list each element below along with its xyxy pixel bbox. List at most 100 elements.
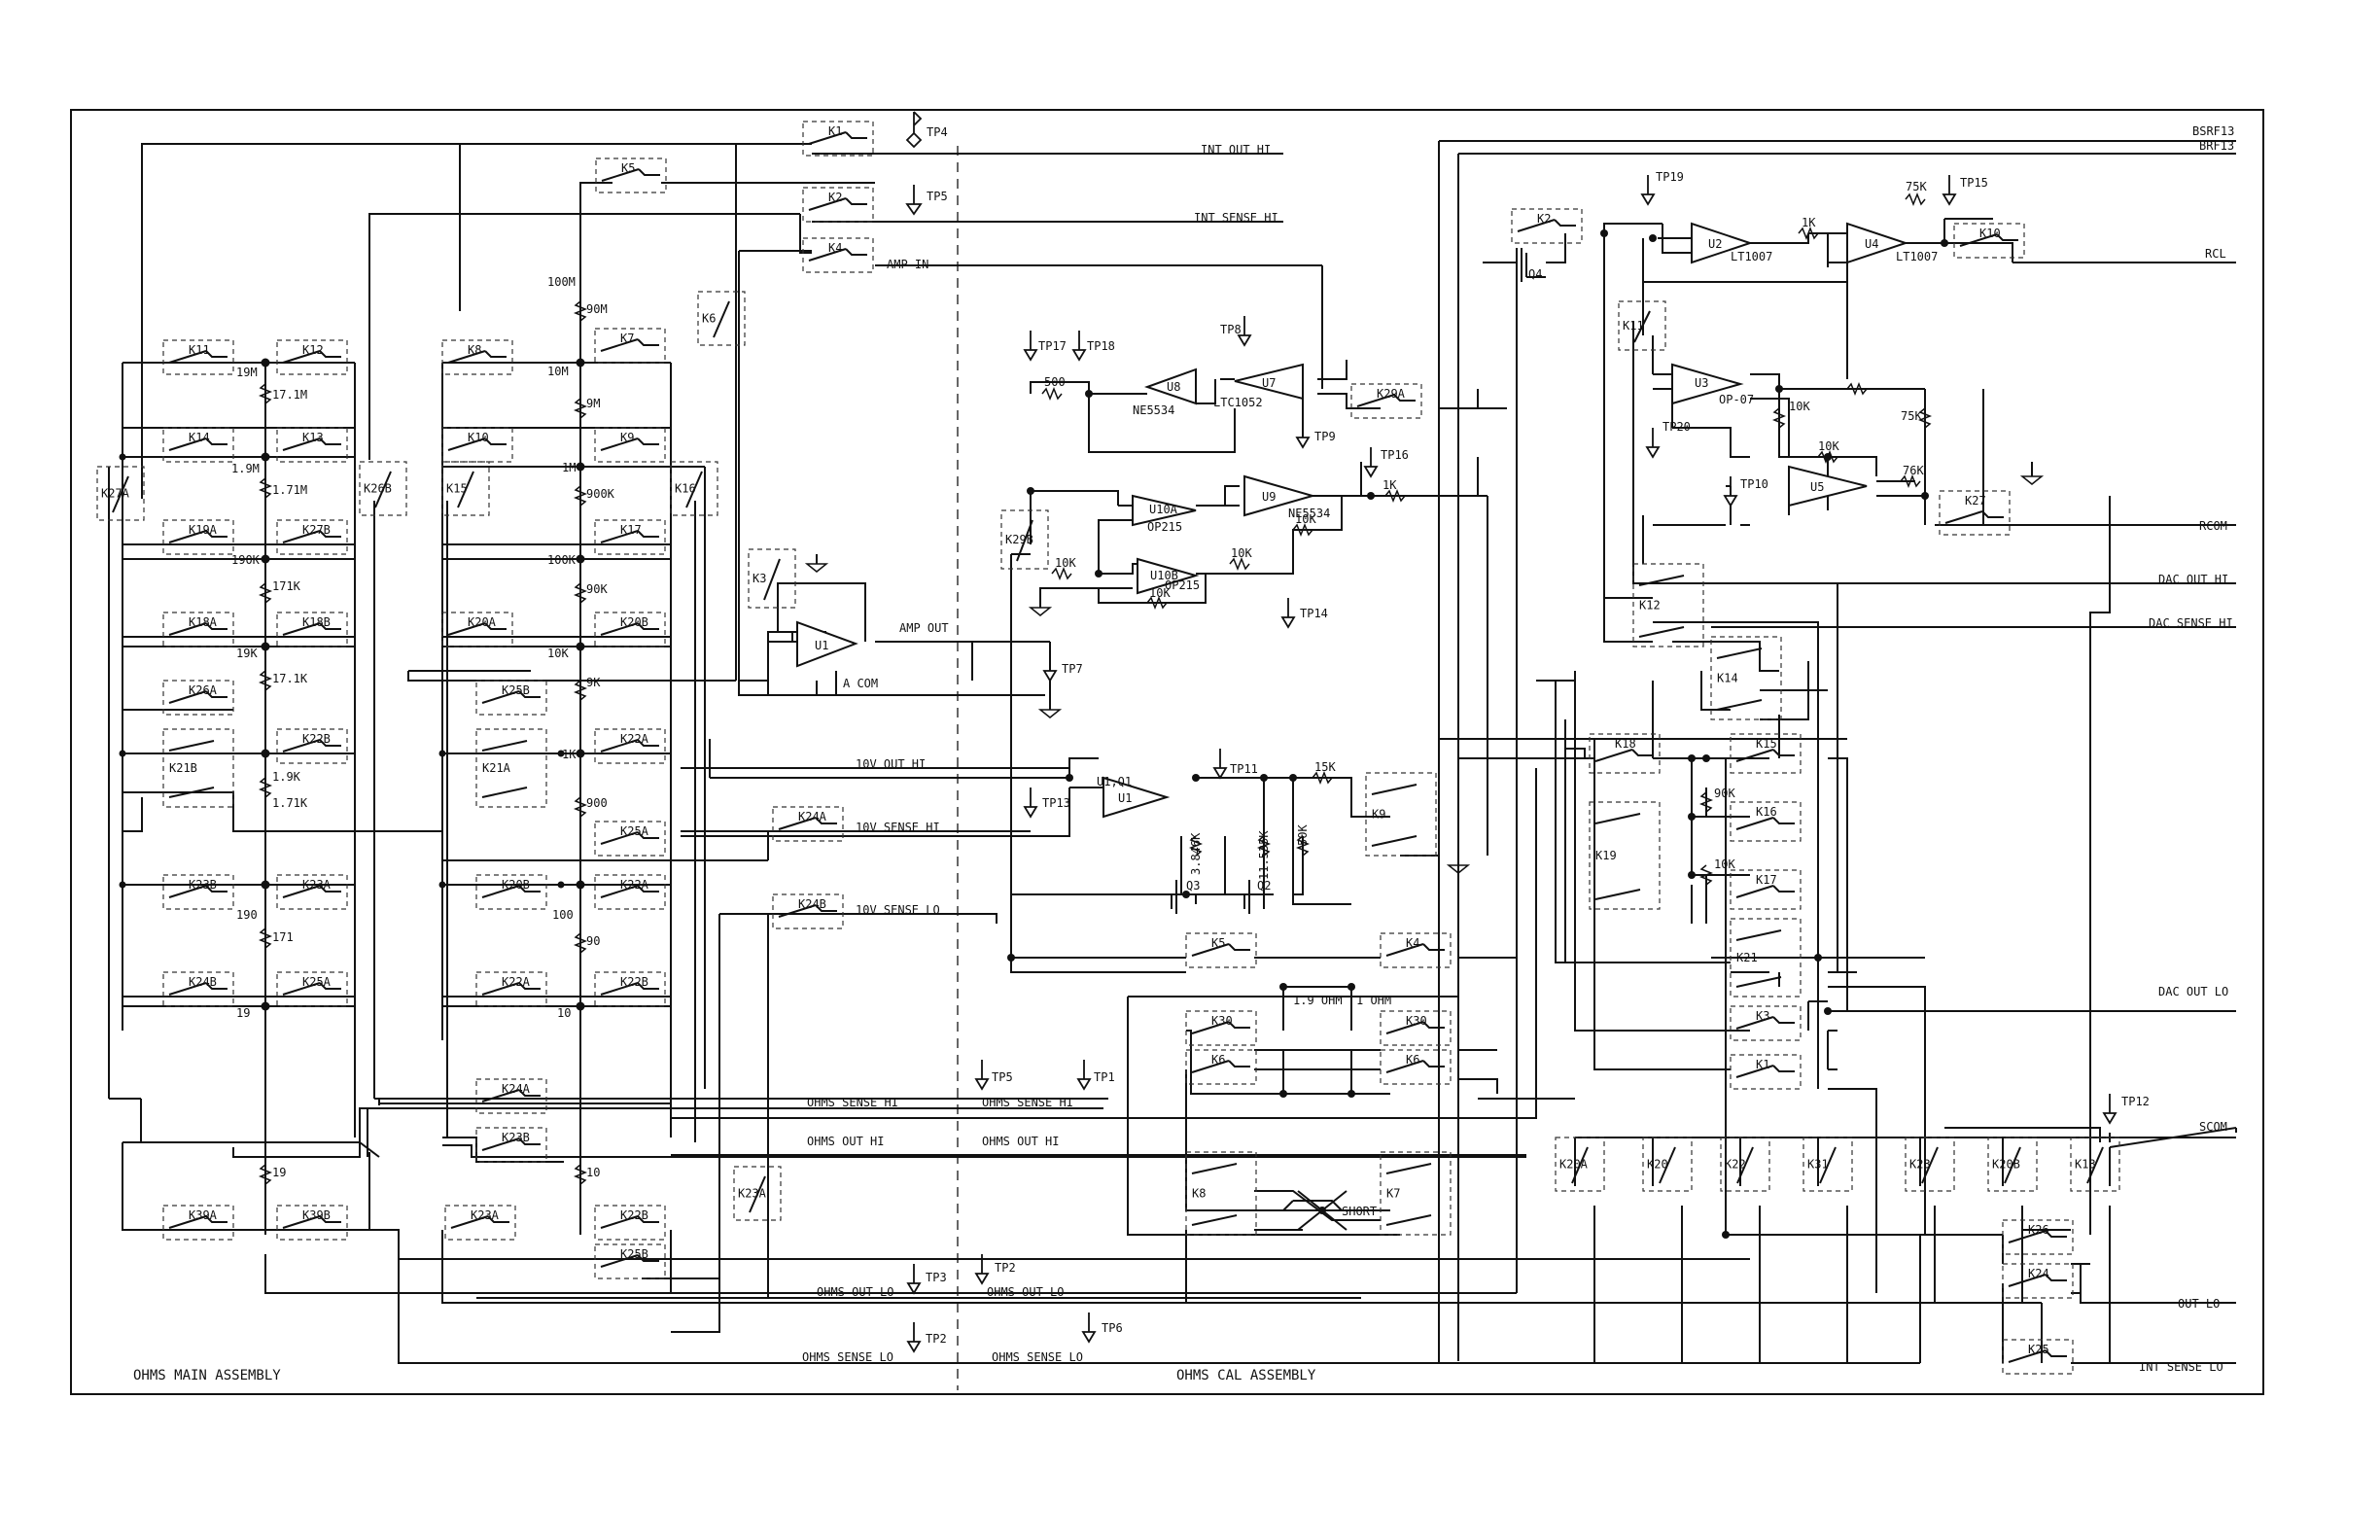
relay-k9: K9	[594, 427, 666, 463]
relay-k26: K26	[2002, 1219, 2074, 1255]
relay-label: K27A	[101, 487, 130, 501]
tp14-label: TP14	[1300, 607, 1328, 620]
relay-label: K8	[1192, 1187, 1206, 1201]
relay-label: K15	[446, 482, 468, 496]
transistors	[1171, 248, 1546, 914]
relay-label: K7	[620, 332, 634, 345]
relay-label: K20B	[620, 615, 648, 629]
relay-k9: K9	[1365, 772, 1437, 857]
relay-k16: K16	[1730, 801, 1802, 842]
amp-in-label: AMP IN	[887, 258, 928, 271]
relay-k21a: K21A	[475, 728, 547, 808]
res-1-9k: 1.9K	[272, 770, 301, 784]
res-19-b: 19	[272, 1166, 286, 1179]
relay-k20b: K20B	[475, 874, 547, 910]
relay-label: K31	[1807, 1158, 1829, 1172]
test-point-markers	[905, 111, 2118, 1353]
relay-label: K12	[302, 343, 324, 357]
relay-label: K23	[1909, 1158, 1931, 1172]
relay-k25a: K25A	[594, 821, 666, 857]
relay-label: K39B	[302, 1208, 331, 1222]
relay-k2: K2	[802, 187, 874, 223]
relay-label: K24B	[189, 975, 217, 989]
tp2-label-top: TP2	[995, 1261, 1016, 1275]
relay-label: K5	[621, 161, 635, 175]
relay-k14: K14	[162, 427, 234, 463]
relay-k23a: K23A	[276, 874, 348, 910]
relay-k22b: K22B	[594, 971, 666, 1007]
relay-label: K2	[1537, 212, 1551, 226]
u4-amp	[1846, 222, 1909, 264]
res-100m: 100M	[547, 275, 576, 289]
relay-label: K30	[1406, 1014, 1427, 1028]
relay-label: K11	[189, 343, 210, 357]
relay-label: K22A	[620, 732, 649, 746]
scom-ground-main	[804, 554, 829, 573]
short-crossover	[1297, 1190, 1348, 1231]
relay-k24a: K24A	[772, 806, 844, 842]
q4-label: Q4	[1528, 267, 1542, 281]
left-ladder-resistors	[119, 358, 273, 1185]
res-1m: 1M	[562, 461, 576, 474]
relay-k24b: K24B	[772, 893, 844, 929]
scom-ground-k9	[1446, 856, 1471, 874]
u3-part: OP-07	[1719, 393, 1754, 406]
relay-k11: K11	[1618, 300, 1666, 351]
u8-name: U8	[1167, 380, 1180, 394]
int-out-hi-label: INT OUT HI	[1201, 143, 1271, 157]
relay-k39b: K39B	[276, 1205, 348, 1241]
relay-k23b: K23B	[162, 874, 234, 910]
scom-ground-k27	[2019, 462, 2045, 485]
tp18-label: TP18	[1087, 339, 1115, 353]
relay-k30: K30	[1380, 1010, 1452, 1046]
relay-label: K14	[1717, 672, 1738, 685]
res-90: 90	[586, 934, 600, 948]
relay-k13: K13	[2070, 1137, 2120, 1192]
res-75k-a: 75K	[1906, 180, 1927, 193]
int-sense-hi-label: INT SENSE HI	[1194, 211, 1278, 225]
tp8-label: TP8	[1220, 323, 1242, 336]
relay-label: K30	[1211, 1014, 1233, 1028]
relay-k24: K24	[2002, 1263, 2074, 1299]
u1-main-name: U1	[815, 639, 828, 652]
relay-label: K22B	[620, 975, 648, 989]
u1-main-amp	[796, 620, 858, 668]
res-100k: 100K	[547, 553, 577, 567]
u10a-name: U10A	[1149, 503, 1178, 516]
rcl-label: RCL	[2205, 247, 2226, 261]
u1-cal-amp	[1102, 776, 1171, 819]
relay-k22a: K22A	[475, 971, 547, 1007]
10v-sense-hi-label: 10V SENSE HI	[856, 821, 940, 834]
relay-k20b: K20B	[1987, 1137, 2038, 1192]
res-1-9m: 1.9M	[231, 462, 260, 475]
relay-label: K20A	[1559, 1158, 1589, 1172]
tp2-label: TP2	[926, 1332, 947, 1346]
u3-amp	[1671, 363, 1744, 405]
main-wiring	[108, 143, 2042, 1364]
relay-label: K27	[1965, 494, 1986, 508]
res-cal-1k-b: 1K	[1802, 216, 1816, 229]
u7-amp	[1234, 363, 1304, 401]
res-190k: 190K	[231, 553, 261, 567]
relay-k16: K16	[670, 461, 718, 516]
relay-label: K21B	[169, 761, 197, 775]
relay-label: K15	[1756, 737, 1777, 751]
ohms-out-hi-label-cal: OHMS OUT HI	[982, 1135, 1059, 1148]
relay-label: K6	[1211, 1053, 1225, 1067]
relay-label: K6	[1406, 1053, 1419, 1067]
cal-resistors	[1041, 192, 1933, 886]
relay-label: K13	[302, 431, 324, 444]
u10a-amp	[1132, 494, 1197, 527]
u9-part: NE5534	[1288, 507, 1330, 520]
ohms-sense-hi-label-main: OHMS SENSE HI	[807, 1096, 898, 1109]
u7-part: LTC1052	[1213, 396, 1263, 409]
relay-label: K23A	[471, 1208, 500, 1222]
res-190: 190	[236, 908, 258, 922]
relay-label: K25A	[302, 975, 332, 989]
dac-out-hi-label: DAC OUT HI	[2158, 573, 2228, 586]
res-cal-10k-f: 10K	[1818, 439, 1839, 453]
int-sense-lo-label: INT SENSE LO	[2139, 1360, 2223, 1374]
relay-k12: K12	[1632, 563, 1704, 648]
relay-label: K21A	[482, 761, 511, 775]
relay-k25: K25	[2002, 1339, 2074, 1375]
